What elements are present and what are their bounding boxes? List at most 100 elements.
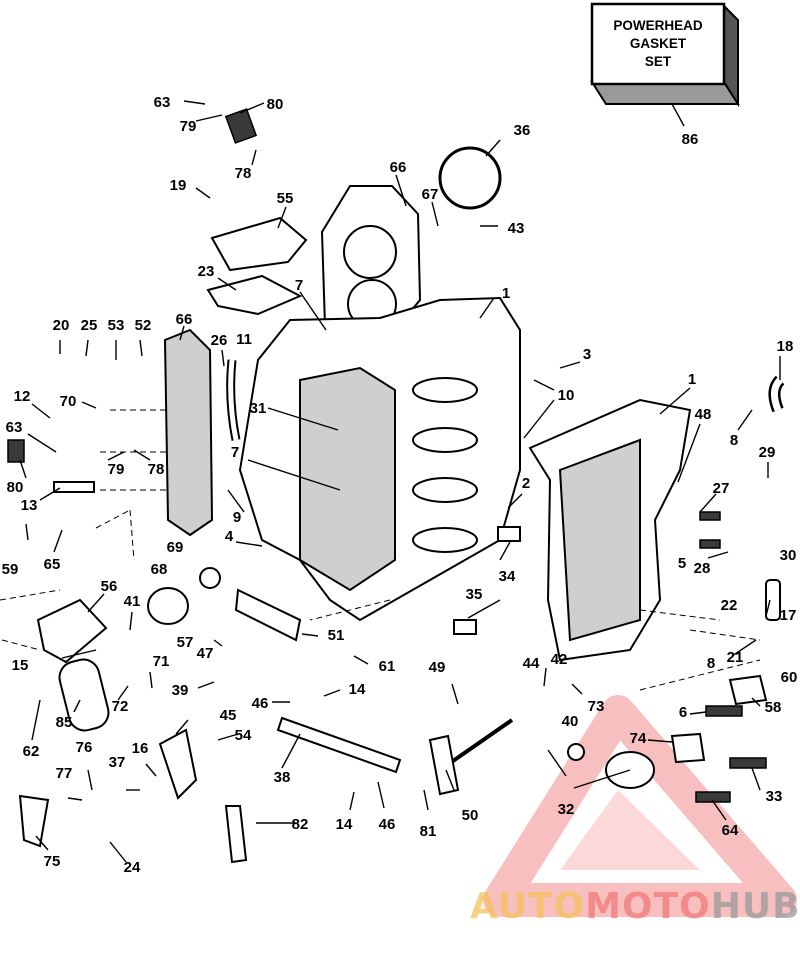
callout-80-top: 80 — [267, 96, 284, 113]
callout-38: 38 — [274, 769, 291, 786]
callout-76: 76 — [76, 739, 93, 756]
gasket-set-box: POWERHEAD GASKET SET 86 — [590, 2, 740, 148]
callout-74: 74 — [630, 730, 647, 747]
callout-15: 15 — [12, 657, 29, 674]
callout-48: 48 — [695, 406, 712, 423]
callout-34: 34 — [499, 568, 516, 585]
callout-24: 24 — [124, 859, 141, 876]
callout-5: 5 — [678, 555, 686, 572]
callout-67: 67 — [422, 186, 439, 203]
callout-46-bottom: 46 — [379, 816, 396, 833]
callout-52: 52 — [135, 317, 152, 334]
callout-30: 30 — [780, 547, 797, 564]
callout-56: 56 — [101, 578, 118, 595]
callout-16: 16 — [132, 740, 149, 757]
callout-11: 11 — [236, 331, 252, 348]
callout-numbers: 1 1 2 3 4 5 6 7 7 8 8 9 10 11 12 13 14 1… — [2, 94, 798, 876]
callout-17: 17 — [780, 607, 797, 624]
callout-80-left: 80 — [7, 479, 24, 496]
callout-14-top: 14 — [349, 681, 366, 698]
callout-47: 47 — [197, 645, 214, 662]
callout-45: 45 — [220, 707, 237, 724]
watermark-logo — [483, 695, 797, 917]
callout-41: 41 — [124, 593, 141, 610]
callout-46-left: 46 — [252, 695, 269, 712]
callout-18: 18 — [777, 338, 794, 355]
callout-66-top: 66 — [390, 159, 407, 176]
callout-79-left: 79 — [108, 461, 125, 478]
gasket-box-line-2: GASKET — [630, 36, 687, 51]
callout-59: 59 — [2, 561, 19, 578]
callout-1-case: 1 — [688, 371, 696, 388]
callout-8-top: 8 — [730, 432, 738, 449]
callout-4: 4 — [225, 528, 234, 545]
watermark-hub: HUB — [711, 886, 800, 927]
callout-29: 29 — [759, 444, 776, 461]
callout-75: 75 — [44, 853, 61, 870]
callout-6: 6 — [679, 704, 687, 721]
callout-51: 51 — [328, 627, 345, 644]
callout-7-top: 7 — [295, 277, 303, 294]
callout-69: 69 — [167, 539, 184, 556]
leader-lines — [19, 100, 781, 863]
callout-70: 70 — [60, 393, 77, 410]
callout-44: 44 — [523, 655, 540, 672]
callout-39: 39 — [172, 682, 189, 699]
callout-13: 13 — [21, 497, 38, 514]
callout-1-block: 1 — [502, 285, 510, 302]
callout-8-bottom: 8 — [707, 655, 715, 672]
callout-31: 31 — [250, 400, 267, 417]
callout-25: 25 — [81, 317, 98, 334]
callout-62: 62 — [23, 743, 40, 760]
callout-40: 40 — [562, 713, 579, 730]
callout-7-mid: 7 — [231, 444, 239, 461]
callout-63-left: 63 — [6, 419, 23, 436]
callout-43: 43 — [508, 220, 525, 237]
callout-61: 61 — [379, 658, 396, 675]
callout-9: 9 — [233, 509, 241, 526]
callout-78-left: 78 — [148, 461, 165, 478]
callout-2: 2 — [522, 475, 530, 492]
callout-19: 19 — [170, 177, 187, 194]
callout-22: 22 — [721, 597, 738, 614]
callout-28: 28 — [694, 560, 711, 577]
callout-12: 12 — [14, 388, 31, 405]
callout-26: 26 — [211, 332, 228, 349]
callout-27: 27 — [713, 480, 730, 497]
callout-63-top: 63 — [154, 94, 171, 111]
callout-50: 50 — [462, 807, 479, 824]
callout-60: 60 — [781, 669, 798, 686]
callout-86: 86 — [682, 131, 699, 148]
callout-23: 23 — [198, 263, 215, 280]
callout-33: 33 — [766, 788, 783, 805]
callout-81: 81 — [420, 823, 437, 840]
watermark-auto: AUTO — [470, 886, 585, 927]
callout-14-bottom: 14 — [336, 816, 353, 833]
callout-64: 64 — [722, 822, 739, 839]
callout-72: 72 — [112, 698, 129, 715]
callout-65: 65 — [44, 556, 61, 573]
callout-32: 32 — [558, 801, 575, 818]
callout-66-left: 66 — [176, 311, 193, 328]
callout-68: 68 — [151, 561, 168, 578]
callout-37: 37 — [109, 754, 126, 771]
callout-77: 77 — [56, 765, 73, 782]
watermark-moto: MOTO — [585, 886, 711, 927]
callout-58: 58 — [765, 699, 782, 716]
callout-20: 20 — [53, 317, 70, 334]
callout-85: 85 — [56, 714, 73, 731]
callout-82: 82 — [292, 816, 309, 833]
svg-text:AUTOMOTOHUB: AUTOMOTOHUB — [470, 886, 800, 927]
callout-10: 10 — [558, 387, 575, 404]
callout-78-top: 78 — [235, 165, 252, 182]
callout-71: 71 — [153, 653, 170, 670]
gasket-box-line-1: POWERHEAD — [613, 18, 703, 33]
callout-57: 57 — [177, 634, 194, 651]
callout-49: 49 — [429, 659, 446, 676]
callout-36: 36 — [514, 122, 531, 139]
callout-3: 3 — [583, 346, 591, 363]
parts-drawing — [7, 108, 785, 864]
reference-lines — [0, 409, 761, 691]
callout-55: 55 — [277, 190, 294, 207]
callout-54: 54 — [235, 727, 252, 744]
